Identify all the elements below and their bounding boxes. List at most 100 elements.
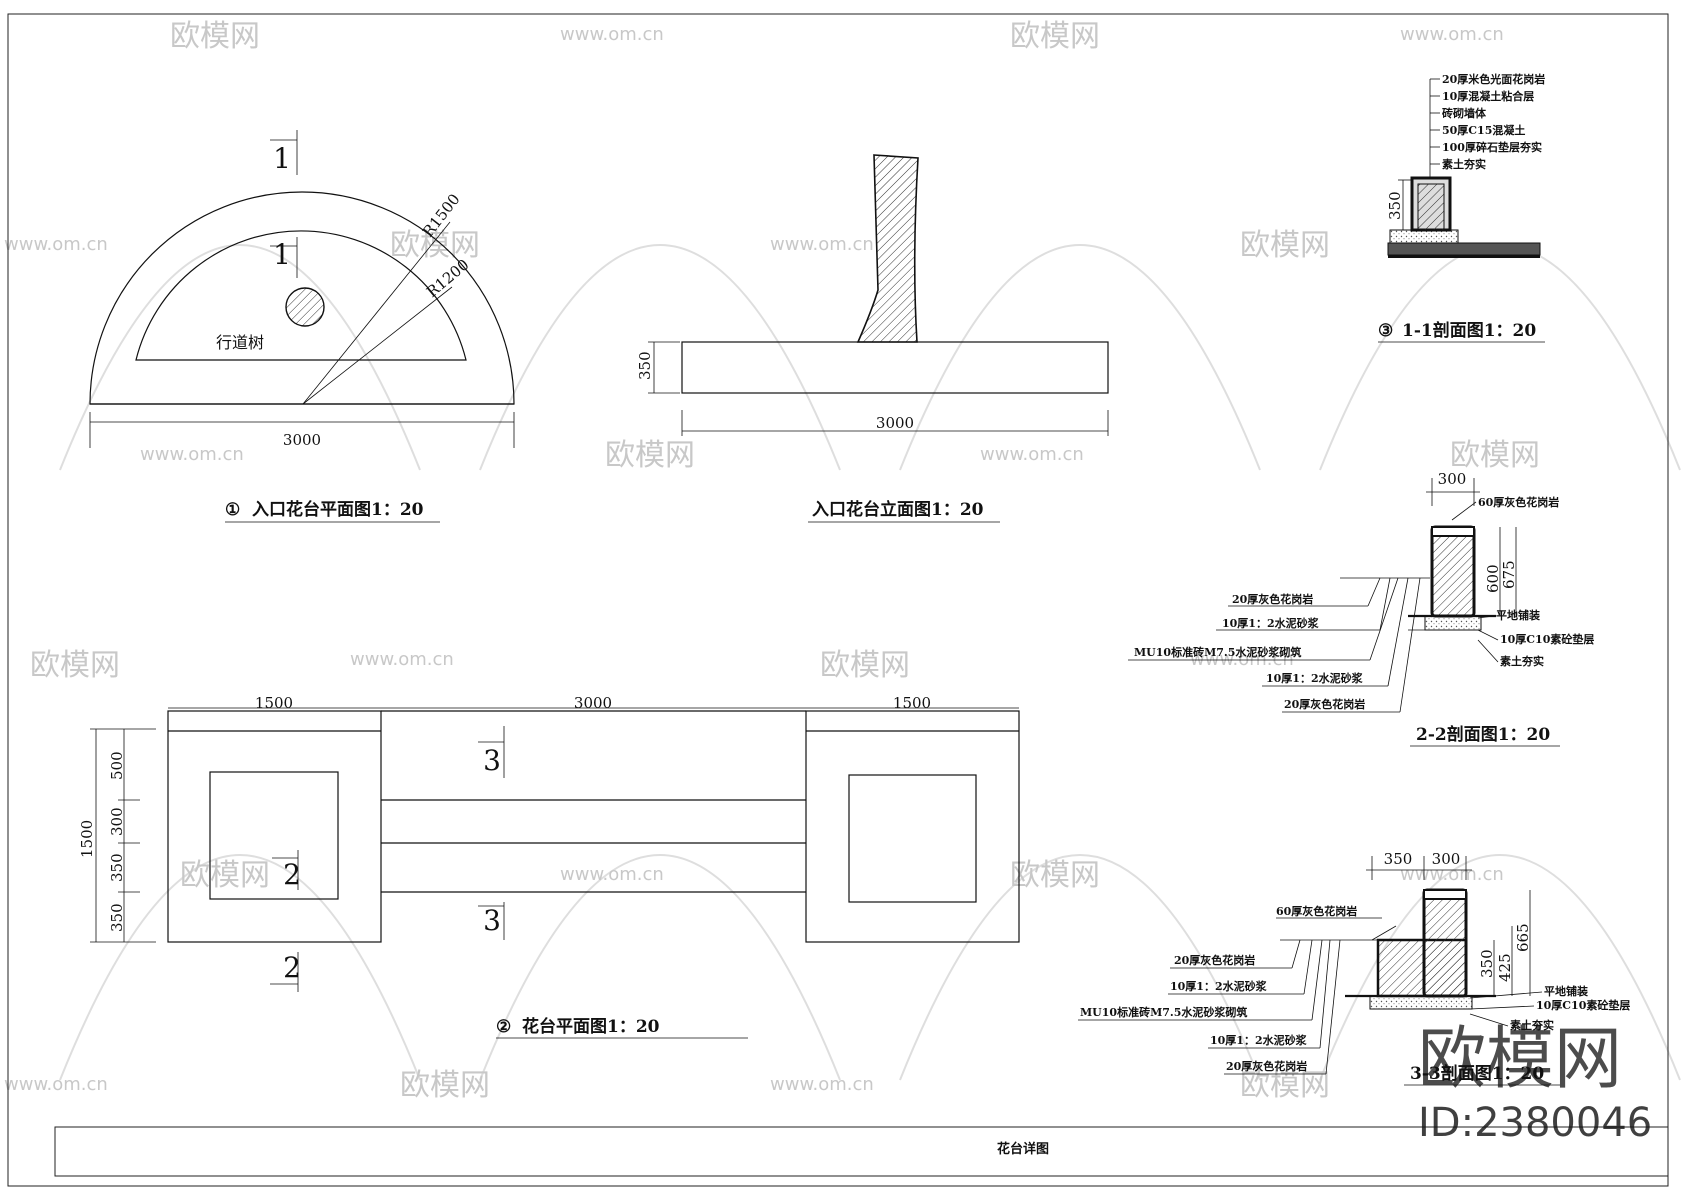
layer-note: MU10标准砖M7.5水泥砂浆砌筑 xyxy=(1134,645,1301,659)
section-mark-3: 3 xyxy=(483,904,501,937)
left-dimension: 350 xyxy=(108,853,126,882)
top-dimension: 300 xyxy=(1432,850,1461,868)
left-dimension: 300 xyxy=(108,807,126,836)
watermark-url: www.om.cn xyxy=(560,864,664,885)
tree-symbol xyxy=(285,287,325,327)
left-planter xyxy=(167,710,382,943)
right-note: 平地铺装 xyxy=(1496,608,1540,622)
watermark-brand: 欧模网 xyxy=(1450,438,1540,473)
section33-title: 3-3剖面图1：20 xyxy=(1410,1063,1544,1084)
left-dimension: 500 xyxy=(108,751,126,780)
layer-note: 20厚灰色花岗岩 xyxy=(1174,953,1255,967)
section-mark-2: 2 xyxy=(283,858,301,891)
watermark-layer: 欧模网 欧模网 欧模网 欧模网 欧模网 欧模网 欧模网 欧模网 欧模网 欧模网 … xyxy=(4,19,1681,1103)
width-dimension: 3000 xyxy=(876,414,914,432)
top-dimension: 300 xyxy=(1438,470,1467,488)
layer-note: 100厚碎石垫层夯实 xyxy=(1442,140,1542,154)
circle-number: ① xyxy=(225,500,240,520)
elevation-title: 入口花台立面图1：20 xyxy=(812,499,984,520)
section-mark-2: 2 xyxy=(283,951,301,984)
entrance-planter-elevation: 350 3000 入口花台立面图1：20 xyxy=(636,154,1109,523)
cap-note: 60厚灰色花岗岩 xyxy=(1478,495,1559,509)
top-dimension: 3000 xyxy=(574,694,612,712)
outer-semicircle xyxy=(89,191,515,405)
watermark-url: www.om.cn xyxy=(140,444,244,465)
layer-note: 砖砌墙体 xyxy=(1442,106,1487,120)
layer-note: 20厚灰色花岗岩 xyxy=(1226,1059,1307,1073)
section-mark-3: 3 xyxy=(483,744,501,777)
right-planter xyxy=(805,710,1020,943)
dim-right: 425 xyxy=(1496,953,1514,982)
height-dimension: 350 xyxy=(1386,191,1404,220)
circle-number: ② xyxy=(496,1017,511,1037)
right-note: 10厚C10素砼垫层 xyxy=(1500,632,1594,646)
dim-right: 665 xyxy=(1514,923,1532,952)
corner-id: ID:2380046 xyxy=(1418,1100,1652,1146)
watermark-brand: 欧模网 xyxy=(1010,858,1100,893)
watermark-brand: 欧模网 xyxy=(605,438,695,473)
circle-number: ③ xyxy=(1378,321,1393,341)
watermark-brand: 欧模网 xyxy=(180,858,270,893)
sheet-title: 花台详图 xyxy=(997,1141,1049,1157)
layer-note: MU10标准砖M7.5水泥砂浆砌筑 xyxy=(1080,1005,1247,1019)
right-note: 素土夯实 xyxy=(1510,1018,1554,1032)
layer-note: 10厚1：2水泥砂浆 xyxy=(1266,671,1364,685)
top-dimension: 1500 xyxy=(255,694,293,712)
right-note: 素土夯实 xyxy=(1500,654,1544,668)
watermark-brand: 欧模网 xyxy=(400,1068,490,1103)
watermark-url: www.om.cn xyxy=(980,444,1084,465)
section22-title: 2-2剖面图1：20 xyxy=(1416,724,1550,745)
plan2-title: 花台平面图1：20 xyxy=(522,1016,660,1037)
height-dimension: 350 xyxy=(636,351,654,380)
plan1-title: 入口花台平面图1：20 xyxy=(252,499,424,520)
left-total-dimension: 1500 xyxy=(78,820,96,858)
watermark-url: www.om.cn xyxy=(1190,649,1294,670)
watermark-brand: 欧模网 xyxy=(820,648,910,683)
section-2-2: 300 600 675 60厚灰色花岗岩 20厚灰色花岗岩 10厚1：2水泥砂浆… xyxy=(1128,470,1594,747)
section11-title: 1-1剖面图1：20 xyxy=(1402,320,1536,341)
watermark-brand: 欧模网 xyxy=(1240,228,1330,263)
outer-border xyxy=(7,13,1669,1187)
inner-semicircle xyxy=(135,230,467,361)
watermark-url: www.om.cn xyxy=(1400,864,1504,885)
watermark-url: www.om.cn xyxy=(1400,24,1504,45)
layer-note: 20厚米色光面花岗岩 xyxy=(1442,72,1545,86)
watermark-brand: 欧模网 xyxy=(390,228,480,263)
left-dimension: 350 xyxy=(108,903,126,932)
layer-note: 10厚1：2水泥砂浆 xyxy=(1170,979,1268,993)
top-dimension: 350 xyxy=(1384,850,1413,868)
corner-brand: 欧模网 xyxy=(1418,1020,1622,1099)
layer-note: 10厚混凝土粘合层 xyxy=(1442,89,1534,103)
layer-note: 素土夯实 xyxy=(1442,157,1486,171)
watermark-brand: 欧模网 xyxy=(170,19,260,54)
layer-note: 20厚灰色花岗岩 xyxy=(1284,697,1365,711)
planter-elevation-body xyxy=(681,341,1109,394)
watermark-brand: 欧模网 xyxy=(1010,19,1100,54)
wall-body xyxy=(1422,888,1468,998)
corner-watermark: 欧模网 ID:2380046 xyxy=(1418,1020,1652,1146)
layer-note: 10厚1：2水泥砂浆 xyxy=(1222,616,1320,630)
watermark-url: www.om.cn xyxy=(4,234,108,255)
right-note: 平地铺装 xyxy=(1544,984,1588,998)
section-mark-1: 1 xyxy=(273,142,291,175)
watermark-url: www.om.cn xyxy=(560,24,664,45)
tree-label: 行道树 xyxy=(216,333,264,352)
layer-note: 10厚1：2水泥砂浆 xyxy=(1210,1033,1308,1047)
layer-note: 50厚C15混凝土 xyxy=(1442,123,1525,137)
section-3-3: 350 300 350 425 665 60厚灰色花岗岩 20厚灰色花岗岩 10… xyxy=(1078,850,1630,1086)
watermark-url: www.om.cn xyxy=(350,649,454,670)
watermark-url: www.om.cn xyxy=(770,234,874,255)
tree-trunk xyxy=(856,154,919,343)
watermark-url: www.om.cn xyxy=(770,1074,874,1095)
width-dimension: 3000 xyxy=(283,431,321,449)
title-bar xyxy=(54,1126,1669,1177)
layer-note: 20厚灰色花岗岩 xyxy=(1232,592,1313,606)
wall-body xyxy=(1430,525,1476,618)
dim-right: 675 xyxy=(1500,560,1518,589)
dim-right: 600 xyxy=(1484,564,1502,593)
top-dimension: 1500 xyxy=(893,694,931,712)
entrance-planter-plan: R1500 R1200 行道树 1 1 3000 ① 入口花台平面图1：20 xyxy=(89,130,515,523)
watermark-brand: 欧模网 xyxy=(1240,1068,1330,1103)
section-1-1: 20厚米色光面花岗岩 10厚混凝土粘合层 砖砌墙体 50厚C15混凝土 100厚… xyxy=(1378,72,1545,343)
